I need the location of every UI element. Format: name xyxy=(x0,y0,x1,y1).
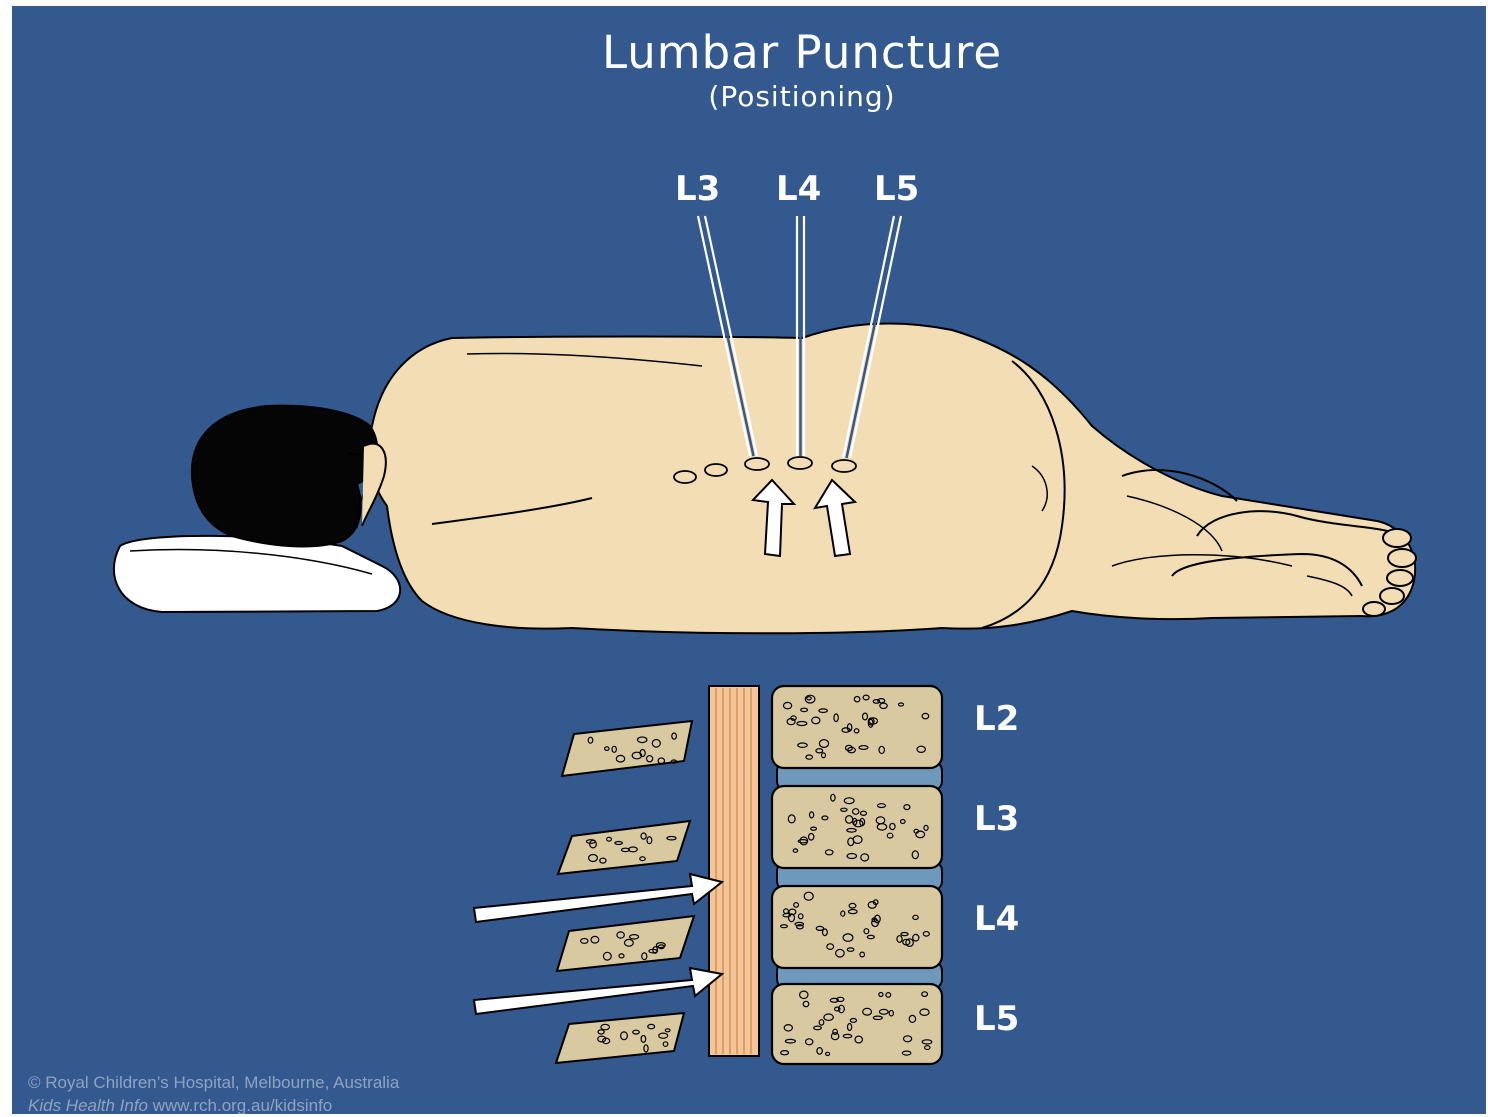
diagram-subtitle: (Positioning) xyxy=(512,80,1092,113)
source-credit: Kids Health Info www.rch.org.au/kidsinfo xyxy=(28,1096,332,1114)
patient-figure xyxy=(114,324,1416,634)
vertebra-label-l2: L2 xyxy=(974,699,1019,739)
source-name: Kids Health Info xyxy=(28,1096,148,1114)
diagram-title: Lumbar Puncture xyxy=(512,26,1092,79)
vertebra-label-l5: L5 xyxy=(974,999,1019,1039)
copyright-text: © Royal Children’s Hospital, Melbourne, … xyxy=(28,1073,399,1093)
patient-torso xyxy=(369,324,1415,634)
vertebra-label-l4: L4 xyxy=(974,899,1019,939)
pillow xyxy=(114,536,400,612)
needle-label-l4: L4 xyxy=(776,169,821,209)
vertebra-label-l3: L3 xyxy=(974,799,1019,839)
spine-cross-section xyxy=(474,686,942,1064)
patient-hair xyxy=(192,406,377,547)
source-url: www.rch.org.au/kidsinfo xyxy=(148,1096,332,1114)
needle-label-l5: L5 xyxy=(874,169,919,209)
diagram-canvas: Lumbar Puncture (Positioning) L3 L4 L5 L… xyxy=(12,6,1486,1114)
needle-label-l3: L3 xyxy=(675,169,720,209)
illustration xyxy=(12,6,1486,1114)
